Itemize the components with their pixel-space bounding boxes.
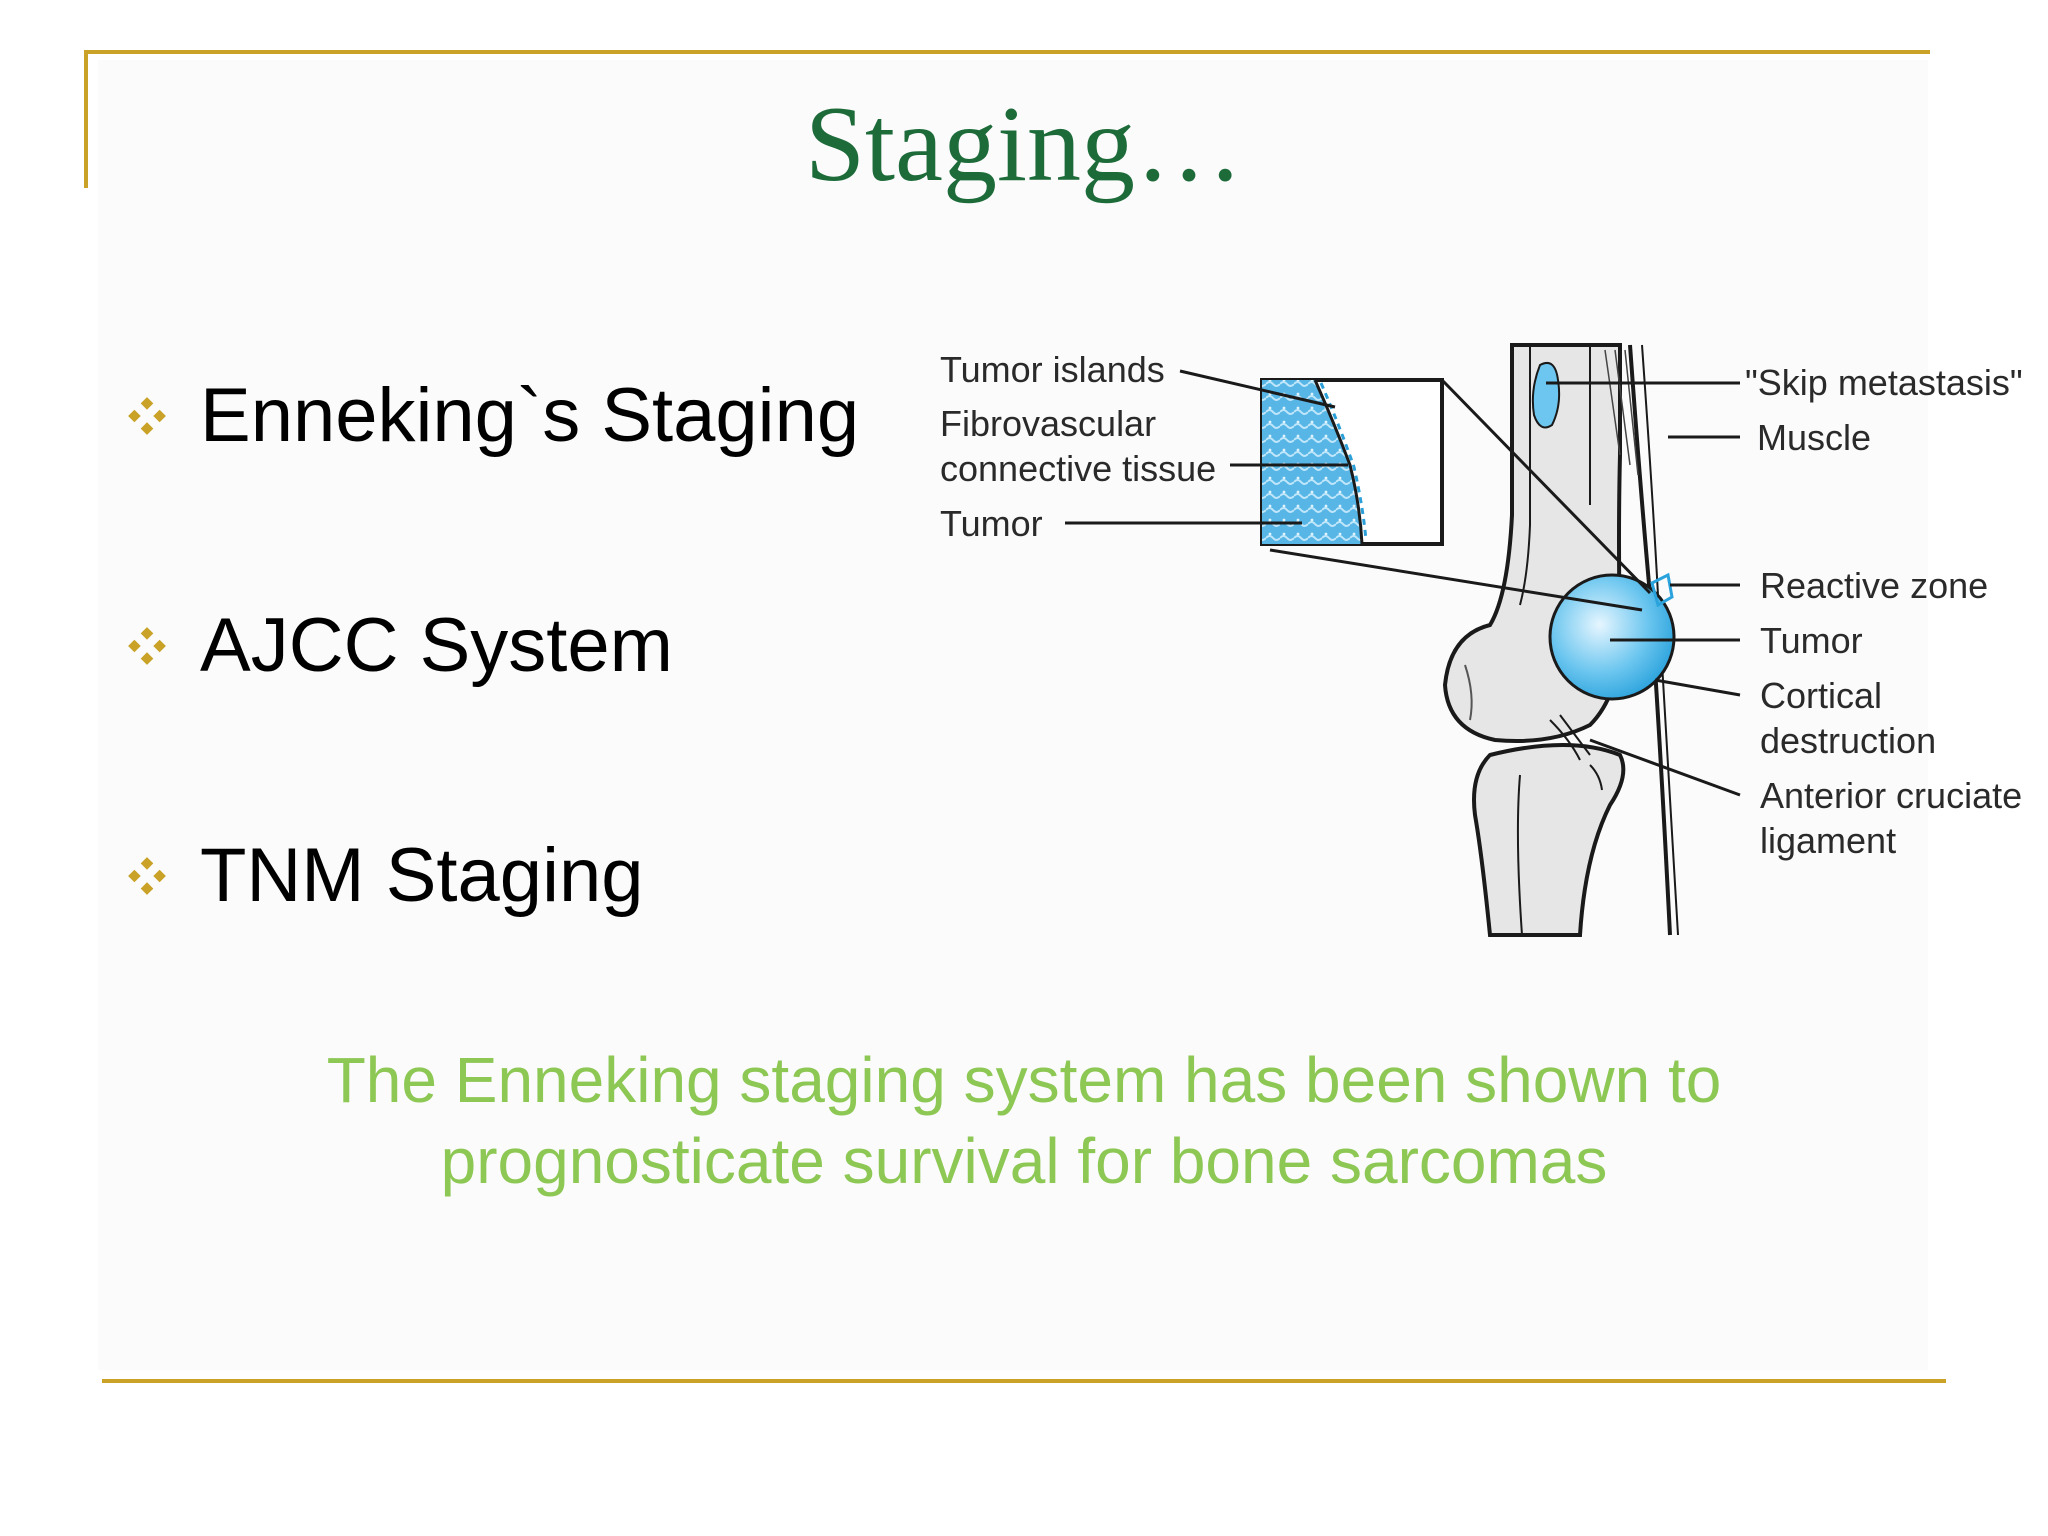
summary-note: The Enneking staging system has been sho… — [150, 1040, 1898, 1203]
label-fibrovascular: Fibrovascular — [940, 403, 1156, 444]
label-ligament: ligament — [1760, 820, 1896, 861]
tibia — [1472, 743, 1626, 937]
frame-top-rule — [84, 50, 1930, 54]
note-line: The Enneking staging system has been sho… — [326, 1044, 1722, 1116]
four-diamond-bullet-icon — [128, 626, 166, 665]
label-cortical: Cortical — [1760, 675, 1882, 716]
label-muscle: Muscle — [1757, 417, 1871, 458]
label-reactive-zone: Reactive zone — [1760, 565, 1988, 606]
label-tumor: Tumor — [1760, 620, 1863, 661]
right-leader-lines — [1546, 381, 1741, 797]
frame-left-rule — [84, 50, 88, 188]
acl-ligament — [1549, 714, 1591, 761]
label-tumor-inset: Tumor — [940, 503, 1043, 544]
label-tumor-islands: Tumor islands — [940, 349, 1165, 390]
label-anterior-cruciate: Anterior cruciate — [1760, 775, 2022, 816]
knee-tumor-diagram: Tumor islands Fibrovascular connective t… — [940, 343, 2023, 937]
histology-inset — [1260, 378, 1444, 546]
bullet-label: Enneking`s Staging — [200, 373, 860, 458]
bullet-item-tnm: TNM Staging — [126, 832, 644, 919]
tumor-mass — [1548, 573, 1676, 701]
slide-panel — [98, 60, 1928, 1370]
four-diamond-bullet-icon — [128, 396, 166, 435]
skip-metastasis — [1531, 361, 1561, 429]
bullet-item-enneking: Enneking`s Staging — [126, 372, 859, 459]
reactive-zone — [1650, 572, 1674, 608]
slide-title: Staging… — [804, 85, 1243, 204]
frame-bottom-rule — [102, 1379, 1946, 1383]
left-leader-lines — [1065, 369, 1652, 612]
label-connective-tissue: connective tissue — [940, 448, 1216, 489]
bullet-label: AJCC System — [200, 603, 673, 688]
label-skip-metastasis: "Skip metastasis" — [1745, 362, 2023, 403]
bullet-label: TNM Staging — [200, 833, 644, 918]
four-diamond-bullet-icon — [128, 856, 166, 895]
note-line: prognosticate survival for bone sarcomas — [440, 1125, 1608, 1198]
bullet-item-ajcc: AJCC System — [126, 602, 673, 689]
label-destruction: destruction — [1760, 720, 1936, 761]
